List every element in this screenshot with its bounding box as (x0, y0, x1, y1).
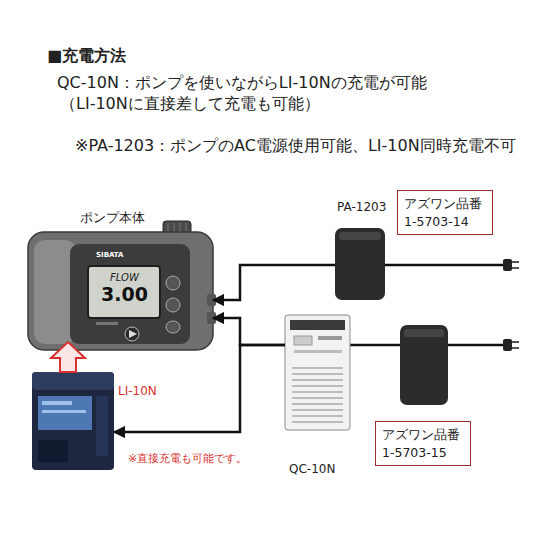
charger-illustration (285, 315, 350, 430)
ac-adapter-illustration (339, 232, 381, 240)
node-label: ポンプ本体 (80, 210, 145, 226)
connector-arrow (114, 345, 285, 432)
pump-illustration (207, 312, 216, 324)
quick-charger: QC-10N (285, 315, 350, 430)
ac-adapter-illustration (512, 267, 519, 269)
ac-adapter-illustration (512, 341, 519, 343)
battery-illustration (38, 396, 92, 430)
ac-adapter-illustration (335, 228, 385, 300)
part-number-box: アズワン品番 1-5703-15 (375, 421, 471, 466)
battery-illustration (32, 372, 114, 470)
battery-illustration (32, 372, 114, 470)
battery-pack: LI-10N (32, 372, 114, 470)
part-number-text: アズワン品番 1-5703-15 (382, 426, 464, 462)
ac-adapter-illustration (400, 325, 448, 405)
display-text: FLOW (110, 272, 139, 284)
battery-illustration (96, 396, 108, 456)
charger-illustration (292, 415, 343, 417)
pump-illustration (166, 321, 180, 333)
charger-illustration (292, 409, 343, 411)
pump-illustration (96, 322, 118, 325)
pump-illustration (70, 244, 190, 344)
pump-illustration (28, 221, 216, 350)
pump-illustration (125, 327, 139, 341)
part-number-box: アズワン品番 1-5703-14 (397, 190, 493, 235)
node-label: PA-1203 (337, 200, 386, 214)
diagram-title: ■充電方法 (47, 46, 126, 65)
ac-adapter-illustration (503, 339, 512, 351)
battery-illustration (42, 410, 86, 413)
charger-illustration (294, 350, 342, 353)
node-label: QC-10N (289, 462, 335, 476)
pump-illustration (207, 294, 216, 306)
connector-arrow (213, 265, 335, 300)
ac-adapter-illustration (385, 264, 503, 267)
pump-illustration (166, 298, 180, 312)
connector-arrow (213, 318, 285, 345)
note-text: （LI-10Nに直接差して充電も可能） (60, 94, 320, 113)
part-number-text: アズワン品番 1-5703-14 (404, 195, 486, 231)
charger-illustration (318, 336, 342, 340)
note-text: QC-10N：ポンプを使いながらLI-10Nの充電が可能 (57, 73, 427, 92)
charger-illustration (292, 403, 343, 405)
charger-illustration (292, 367, 343, 369)
ac-adapter-illustration (503, 259, 512, 271)
ac-adapter-illustration (512, 261, 519, 263)
pump-illustration (28, 232, 213, 350)
note-text: ※直接充電も可能です。 (128, 452, 247, 465)
charger-illustration (292, 385, 343, 387)
charger-illustration (292, 379, 343, 381)
battery-illustration (32, 372, 114, 390)
ac-adapter-illustration (335, 228, 519, 300)
ac-adapter-illustration (448, 344, 503, 347)
display-value: 3.00 (101, 283, 148, 306)
charger-illustration (285, 315, 350, 430)
block-arrow (51, 342, 85, 372)
ac-adapter-illustration (512, 347, 519, 349)
charger-illustration (290, 320, 345, 330)
ac-adapter-illustration (350, 325, 519, 405)
ac-adapter-illustration (404, 329, 444, 337)
ac-adapter: PA-1203 (335, 228, 385, 300)
pump-illustration (34, 240, 76, 344)
node-label: LI-10N (118, 384, 157, 398)
charger-illustration (292, 373, 343, 375)
ac-adapter-illustration (350, 344, 400, 347)
battery-illustration (42, 401, 72, 405)
battery-illustration (38, 440, 68, 462)
charger-illustration (292, 391, 343, 393)
pump-illustration (129, 330, 137, 338)
pump-illustration (166, 276, 180, 290)
charger-illustration (292, 397, 343, 399)
brand-mark: SIBATA (96, 251, 124, 259)
pump-illustration (88, 266, 160, 318)
charger-illustration (292, 421, 343, 423)
charger-illustration (294, 336, 312, 345)
note-text: ※PA-1203：ポンプのAC電源使用可能、LI-10N同時充電不可 (75, 136, 516, 155)
